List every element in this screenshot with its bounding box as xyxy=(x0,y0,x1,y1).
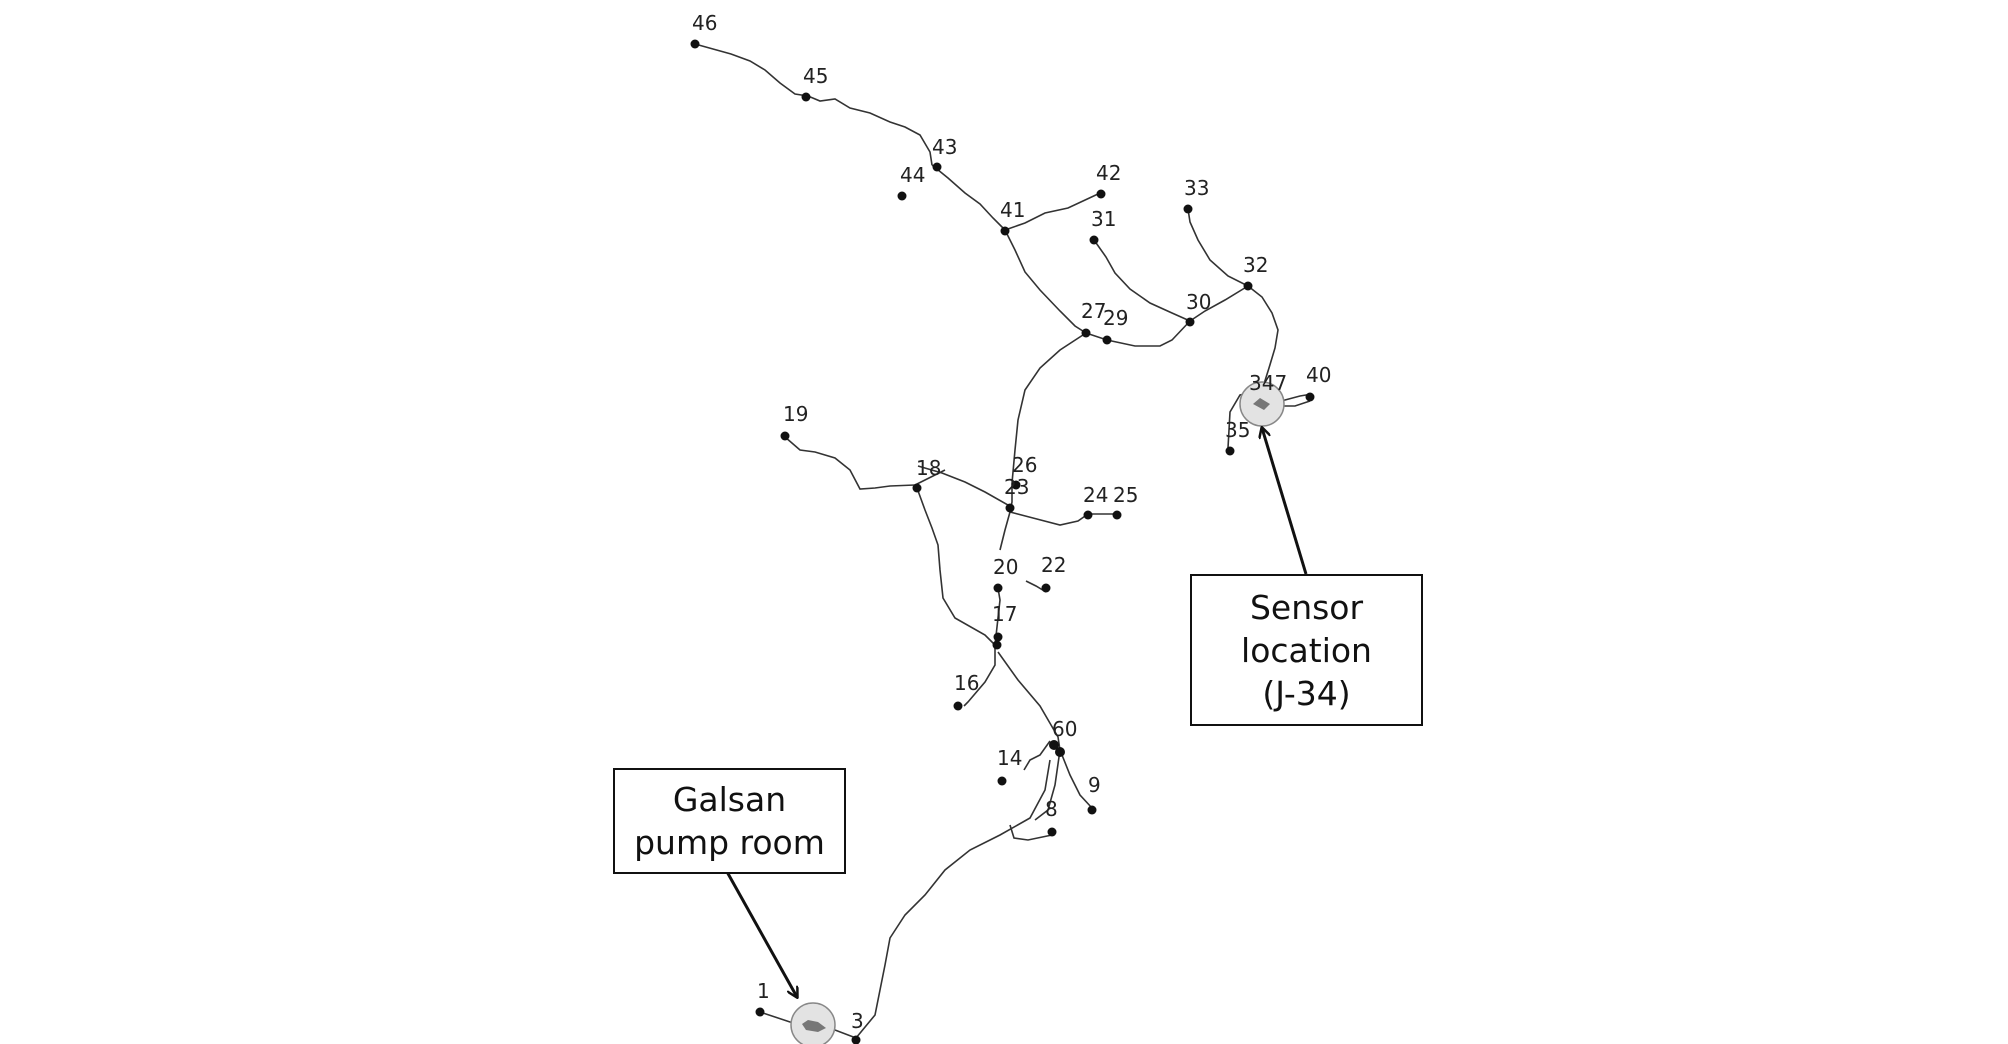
pipe xyxy=(1059,749,1093,809)
junction-dots xyxy=(690,39,1315,1044)
pipe xyxy=(999,511,1011,551)
sensor-callout-line3: (J-34) xyxy=(1262,673,1351,713)
junction-dot xyxy=(912,483,922,493)
pipe xyxy=(784,436,916,490)
pipe xyxy=(931,164,1006,231)
node-label-14: 14 xyxy=(997,746,1022,770)
junction-dot xyxy=(992,640,1002,650)
junction-dot xyxy=(932,162,942,172)
node-label-31: 31 xyxy=(1091,207,1116,231)
pipe xyxy=(963,645,996,707)
node-label-35: 35 xyxy=(1225,418,1250,442)
node-label-8: 8 xyxy=(1045,797,1058,821)
node-label-19: 19 xyxy=(783,402,808,426)
node-label-17: 17 xyxy=(992,602,1017,626)
sensor-callout-arrow xyxy=(1262,428,1308,575)
pipe xyxy=(1004,229,1087,334)
pump-symbol xyxy=(802,1020,826,1032)
node-label-34: 347 xyxy=(1249,371,1287,395)
pipe xyxy=(1023,740,1051,771)
junction-dot xyxy=(1005,503,1015,513)
pipe xyxy=(1034,749,1061,821)
pipe xyxy=(1009,824,1053,841)
node-label-60: 60 xyxy=(1052,717,1077,741)
pipe xyxy=(694,43,933,166)
junction-dot xyxy=(1305,392,1315,402)
junction-dot xyxy=(851,1035,861,1044)
node-label-43: 43 xyxy=(932,135,957,159)
junction-dot xyxy=(1047,827,1057,837)
node-label-18: 18 xyxy=(916,456,941,480)
junction-dot xyxy=(993,583,1003,593)
node-label-30: 30 xyxy=(1186,290,1211,314)
junction-dot xyxy=(993,632,1003,642)
pipe xyxy=(916,487,996,646)
node-label-45: 45 xyxy=(803,64,828,88)
pipe xyxy=(1009,511,1118,526)
junction-dot xyxy=(1102,335,1112,345)
pipe xyxy=(997,651,1061,751)
node-label-25: 25 xyxy=(1113,483,1138,507)
junction-dot xyxy=(1112,510,1122,520)
junction-dot xyxy=(1049,740,1059,750)
junction-labels: 1 3 8 9 14 60 16 17 20 22 18 19 23 26 24… xyxy=(692,11,1331,1033)
node-label-42: 42 xyxy=(1096,161,1121,185)
junction-dot xyxy=(1041,583,1051,593)
junction-dot xyxy=(755,1007,765,1017)
pipe xyxy=(1187,208,1249,287)
node-label-33: 33 xyxy=(1184,176,1209,200)
node-label-20: 20 xyxy=(993,555,1018,579)
junction-dot xyxy=(1183,204,1193,214)
sensor-callout-line1: Sensor xyxy=(1249,587,1364,627)
junction-dot xyxy=(1055,747,1065,757)
pump-callout-arrow xyxy=(724,869,797,997)
node-label-41: 41 xyxy=(1000,198,1025,222)
node-label-16: 16 xyxy=(954,671,979,695)
node-label-32: 32 xyxy=(1243,253,1268,277)
pipe xyxy=(1247,285,1279,388)
node-label-23: 23 xyxy=(1004,475,1029,499)
node-label-1: 1 xyxy=(757,979,770,1003)
pipe xyxy=(1093,239,1191,322)
sensor-symbol xyxy=(1253,398,1270,410)
node-label-24: 24 xyxy=(1083,483,1108,507)
junction-dot xyxy=(1081,328,1091,338)
junction-dot xyxy=(1089,235,1099,245)
pipes xyxy=(694,43,1313,1039)
pipe xyxy=(855,759,1051,1039)
pump-callout-line2: pump room xyxy=(634,823,825,862)
node-label-22: 22 xyxy=(1041,553,1066,577)
junction-dot xyxy=(1011,480,1021,490)
pump-room-callout: Galsan pump room xyxy=(613,768,846,874)
node-label-46: 46 xyxy=(692,11,717,35)
junction-dot xyxy=(1243,281,1253,291)
junction-dot xyxy=(780,431,790,441)
pump-callout-line1: Galsan xyxy=(672,780,787,819)
node-label-27: 27 xyxy=(1081,299,1106,323)
node-label-29: 29 xyxy=(1103,306,1128,330)
node-label-26: 26 xyxy=(1012,453,1037,477)
sensor-callout-line2: location xyxy=(1241,630,1372,670)
node-label-9: 9 xyxy=(1088,773,1101,797)
node-label-3: 3 xyxy=(851,1009,864,1033)
pipe xyxy=(1189,285,1249,322)
junction-dot xyxy=(953,701,963,711)
junction-dot xyxy=(801,92,811,102)
junction-dot xyxy=(1096,189,1106,199)
node-label-40: 40 xyxy=(1306,363,1331,387)
junction-dot xyxy=(1185,317,1195,327)
junction-dot xyxy=(1000,226,1010,236)
node-label-44: 44 xyxy=(900,163,925,187)
junction-dot xyxy=(1087,805,1097,815)
junction-dot xyxy=(897,191,907,201)
junction-dot xyxy=(1225,446,1235,456)
junction-dot xyxy=(690,39,700,49)
pipe xyxy=(1011,332,1087,484)
junction-dot xyxy=(1083,510,1093,520)
sensor-location-callout: Sensor location (J-34) xyxy=(1190,574,1423,726)
pipe xyxy=(1004,193,1099,231)
pipe xyxy=(1085,320,1191,347)
junction-dot xyxy=(997,776,1007,786)
